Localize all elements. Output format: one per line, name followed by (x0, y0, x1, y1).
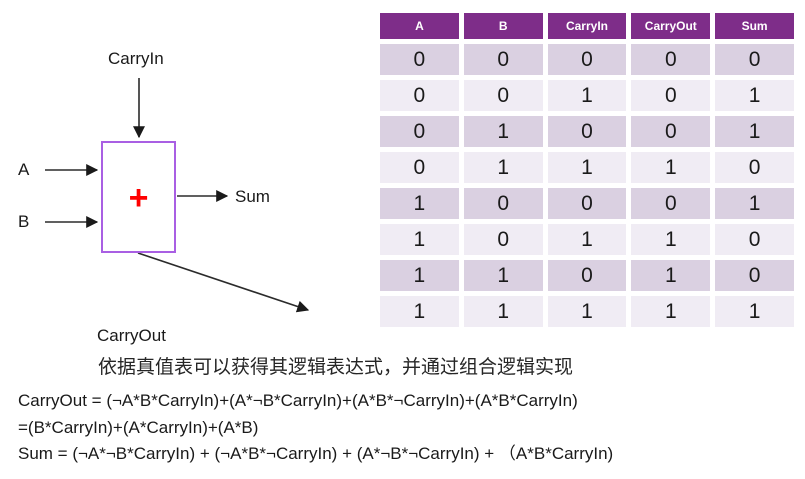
table-cell: 1 (380, 260, 459, 291)
table-cell: 0 (547, 44, 627, 75)
carryout-arrow (137, 252, 310, 313)
table-cell: 0 (463, 44, 543, 75)
table-cell: 0 (380, 44, 459, 75)
table-cell: 0 (380, 152, 459, 183)
input-b-label: B (18, 212, 30, 231)
table-cell: 1 (547, 80, 627, 111)
table-cell: 1 (547, 296, 627, 327)
input-a-label: A (18, 160, 30, 179)
table-cell: 1 (715, 296, 794, 327)
table-cell: 1 (631, 296, 711, 327)
table-cell: 0 (547, 116, 627, 147)
carryin-label: CarryIn (108, 49, 164, 68)
table-cell: 1 (715, 116, 794, 147)
table-cell: 0 (715, 152, 794, 183)
table-cell: 1 (380, 188, 459, 219)
carryout-equation-line2: =(B*CarryIn)+(A*CarryIn)+(A*B) (18, 417, 259, 437)
carryout-equation-line1: CarryOut = (¬A*B*CarryIn)+(A*¬B*CarryIn)… (18, 391, 578, 410)
full-adder-diagram: + CarryIn A B Sum CarryOut (0, 0, 380, 350)
table-header-cell: A (380, 13, 459, 39)
sum-label: Sum (235, 187, 270, 206)
table-header-cell: CarryOut (631, 13, 711, 39)
table-header-cell: B (463, 13, 543, 39)
table-cell: 0 (715, 44, 794, 75)
table-cell: 0 (631, 80, 711, 111)
table-cell: 1 (715, 188, 794, 219)
table-cell: 0 (463, 188, 543, 219)
table-cell: 0 (547, 188, 627, 219)
table-cell: 1 (463, 116, 543, 147)
table-cell: 1 (547, 224, 627, 255)
table-cell: 0 (547, 260, 627, 291)
equations-block: CarryOut = (¬A*B*CarryIn)+(A*¬B*CarryIn)… (18, 388, 613, 468)
table-header-cell: Sum (715, 13, 794, 39)
plus-symbol: + (128, 179, 149, 217)
caption-text: 依据真值表可以获得其逻辑表达式，并通过组合逻辑实现 (98, 357, 574, 378)
table-cell: 0 (715, 260, 794, 291)
table-cell: 1 (631, 224, 711, 255)
table-header-cell: CarryIn (547, 13, 627, 39)
table-cell: 1 (463, 296, 543, 327)
table-cell: 1 (380, 224, 459, 255)
table-cell: 0 (715, 224, 794, 255)
table-cell: 0 (380, 80, 459, 111)
table-cell: 0 (380, 116, 459, 147)
sum-equation: Sum = (¬A*¬B*CarryIn) + (¬A*B*¬CarryIn) … (18, 444, 614, 463)
table-cell: 1 (463, 260, 543, 291)
table-cell: 1 (631, 260, 711, 291)
table-cell: 0 (463, 224, 543, 255)
table-cell: 0 (463, 80, 543, 111)
table-cell: 1 (715, 80, 794, 111)
table-cell: 0 (631, 116, 711, 147)
adder-box: + (101, 141, 176, 253)
table-cell: 0 (631, 188, 711, 219)
table-cell: 1 (547, 152, 627, 183)
diagram-arrows (45, 78, 310, 313)
carryout-label: CarryOut (97, 326, 166, 345)
table-cell: 1 (631, 152, 711, 183)
table-cell: 0 (631, 44, 711, 75)
table-cell: 1 (463, 152, 543, 183)
table-cell: 1 (380, 296, 459, 327)
